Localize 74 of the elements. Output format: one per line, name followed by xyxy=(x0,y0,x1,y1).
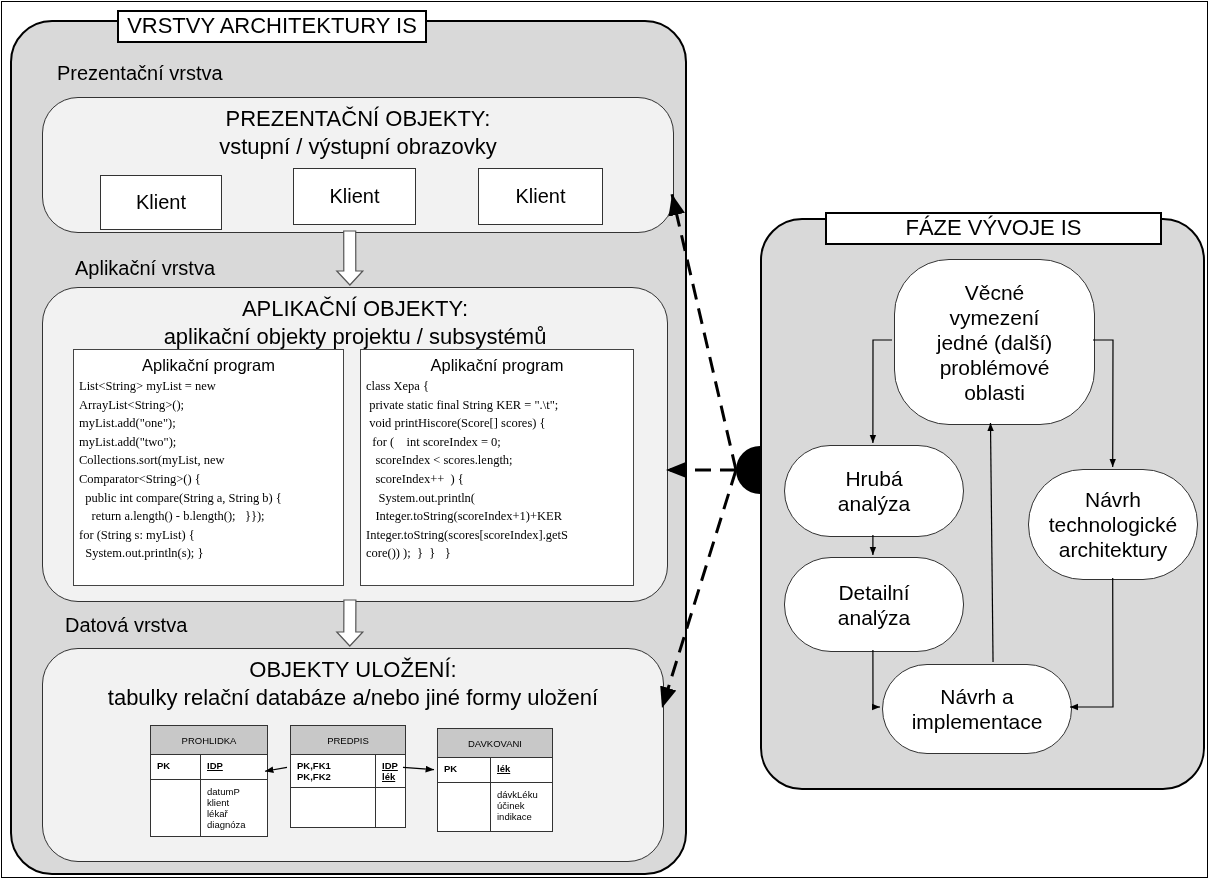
code-line: List<String> myList = new xyxy=(79,378,216,395)
key-column: IDP lék xyxy=(382,760,398,782)
code-line: ArrayList<String>(); xyxy=(79,396,185,414)
panel-title: FÁZE VÝVOJE IS xyxy=(825,212,1162,245)
attribute-list: dávkLéku účinek indikace xyxy=(497,788,538,822)
dashed-arrow xyxy=(668,193,738,471)
panel-title: VRSTVY ARCHITEKTURY IS xyxy=(117,10,427,43)
attribute-list: datumP klient lékař diagnóza xyxy=(207,785,246,830)
key-label: PK xyxy=(157,760,171,771)
arrow xyxy=(871,649,881,711)
layer-label: Aplikační vrstva xyxy=(75,257,216,280)
layer-box xyxy=(42,648,664,862)
client-box: Klient xyxy=(478,168,603,225)
table-header: DAVKOVANI xyxy=(438,729,552,758)
code-line: core()) ); } } } xyxy=(366,545,451,563)
arrow xyxy=(869,534,877,556)
code-line: void printHiscore(Score[] scores) { xyxy=(368,415,546,433)
layer-label: Datová vrstva xyxy=(65,614,188,637)
table-box xyxy=(290,725,406,828)
layer-heading: OBJEKTY ULOŽENÍ: xyxy=(249,656,457,684)
code-line: myList.add("two"); xyxy=(79,433,177,451)
code-line: class Xepa { xyxy=(366,378,429,395)
arrow xyxy=(987,422,994,663)
phase-box: Návrh a implementace xyxy=(882,664,1072,754)
joint-symbol xyxy=(736,446,760,494)
table-header: PROHLIDKA xyxy=(151,726,267,755)
key-label: PK xyxy=(444,763,458,774)
arrow xyxy=(402,765,435,773)
code-line: System.out.println( xyxy=(377,489,476,507)
client-box: Klient xyxy=(100,175,222,230)
layer-label: Prezentační vrstva xyxy=(57,62,223,85)
code-line: for (String s: myList) { xyxy=(79,526,195,544)
layer-heading: PREZENTAČNÍ OBJEKTY: xyxy=(225,105,491,133)
code-line: Integer.toString(scoreIndex+1)+KER xyxy=(374,508,562,526)
arrow xyxy=(869,339,893,444)
key-label: PK,FK1 PK,FK2 xyxy=(297,760,331,782)
arrow xyxy=(1069,577,1114,711)
code-line: public int compare(String a, String b) { xyxy=(84,489,282,507)
layer-box xyxy=(42,97,674,233)
code-line: return a.length() - b.length(); }}); xyxy=(90,508,265,526)
layer-subheading: aplikační objekty projektu / subsystémů xyxy=(163,323,547,351)
key-column: IDP xyxy=(207,760,223,771)
code-line: private static final String KER = ".\t"; xyxy=(368,396,559,414)
code-line: System.out.println(s); } xyxy=(84,545,204,563)
code-line: Comparator<String>() { xyxy=(79,470,201,488)
phase-box: Detailní analýza xyxy=(784,557,964,652)
layer-heading: APLIKAČNÍ OBJEKTY: xyxy=(241,295,469,323)
layer-box xyxy=(42,287,668,602)
block-arrow xyxy=(335,230,365,286)
code-line: for ( int scoreIndex = 0; xyxy=(371,433,501,451)
program-box xyxy=(360,349,634,586)
code-line: Integer.toString(scores[scoreIndex].getS xyxy=(366,526,569,544)
key-column: lék xyxy=(497,763,511,774)
phase-box: Věcné vymezení jedné (další) problémové oblasti xyxy=(894,259,1095,425)
code-line: Collections.sort(myList, new xyxy=(79,452,225,470)
arrow xyxy=(264,766,288,774)
program-title: Aplikační program xyxy=(429,355,565,376)
arrow xyxy=(1092,339,1117,468)
code-line: scoreIndex < scores.length; xyxy=(374,452,513,470)
table-header: PREDPIS xyxy=(291,726,405,755)
table-box xyxy=(437,728,553,832)
dashed-arrow xyxy=(660,469,738,709)
dashed-arrow xyxy=(666,461,736,479)
phase-box: Návrh technologické architektury xyxy=(1028,469,1198,580)
code-line: scoreIndex++ ) { xyxy=(374,470,464,488)
program-title: Aplikační program xyxy=(141,355,276,376)
layer-subheading: tabulky relační databáze a/nebo jiné formy uložení xyxy=(107,684,599,712)
block-arrow xyxy=(335,599,365,647)
client-box: Klient xyxy=(293,168,416,225)
code-line: myList.add("one"); xyxy=(79,415,176,433)
table-box xyxy=(150,725,268,837)
phase-box: Hrubá analýza xyxy=(784,445,964,537)
program-box xyxy=(73,349,344,586)
layer-subheading: vstupní / výstupní obrazovky xyxy=(219,133,497,161)
